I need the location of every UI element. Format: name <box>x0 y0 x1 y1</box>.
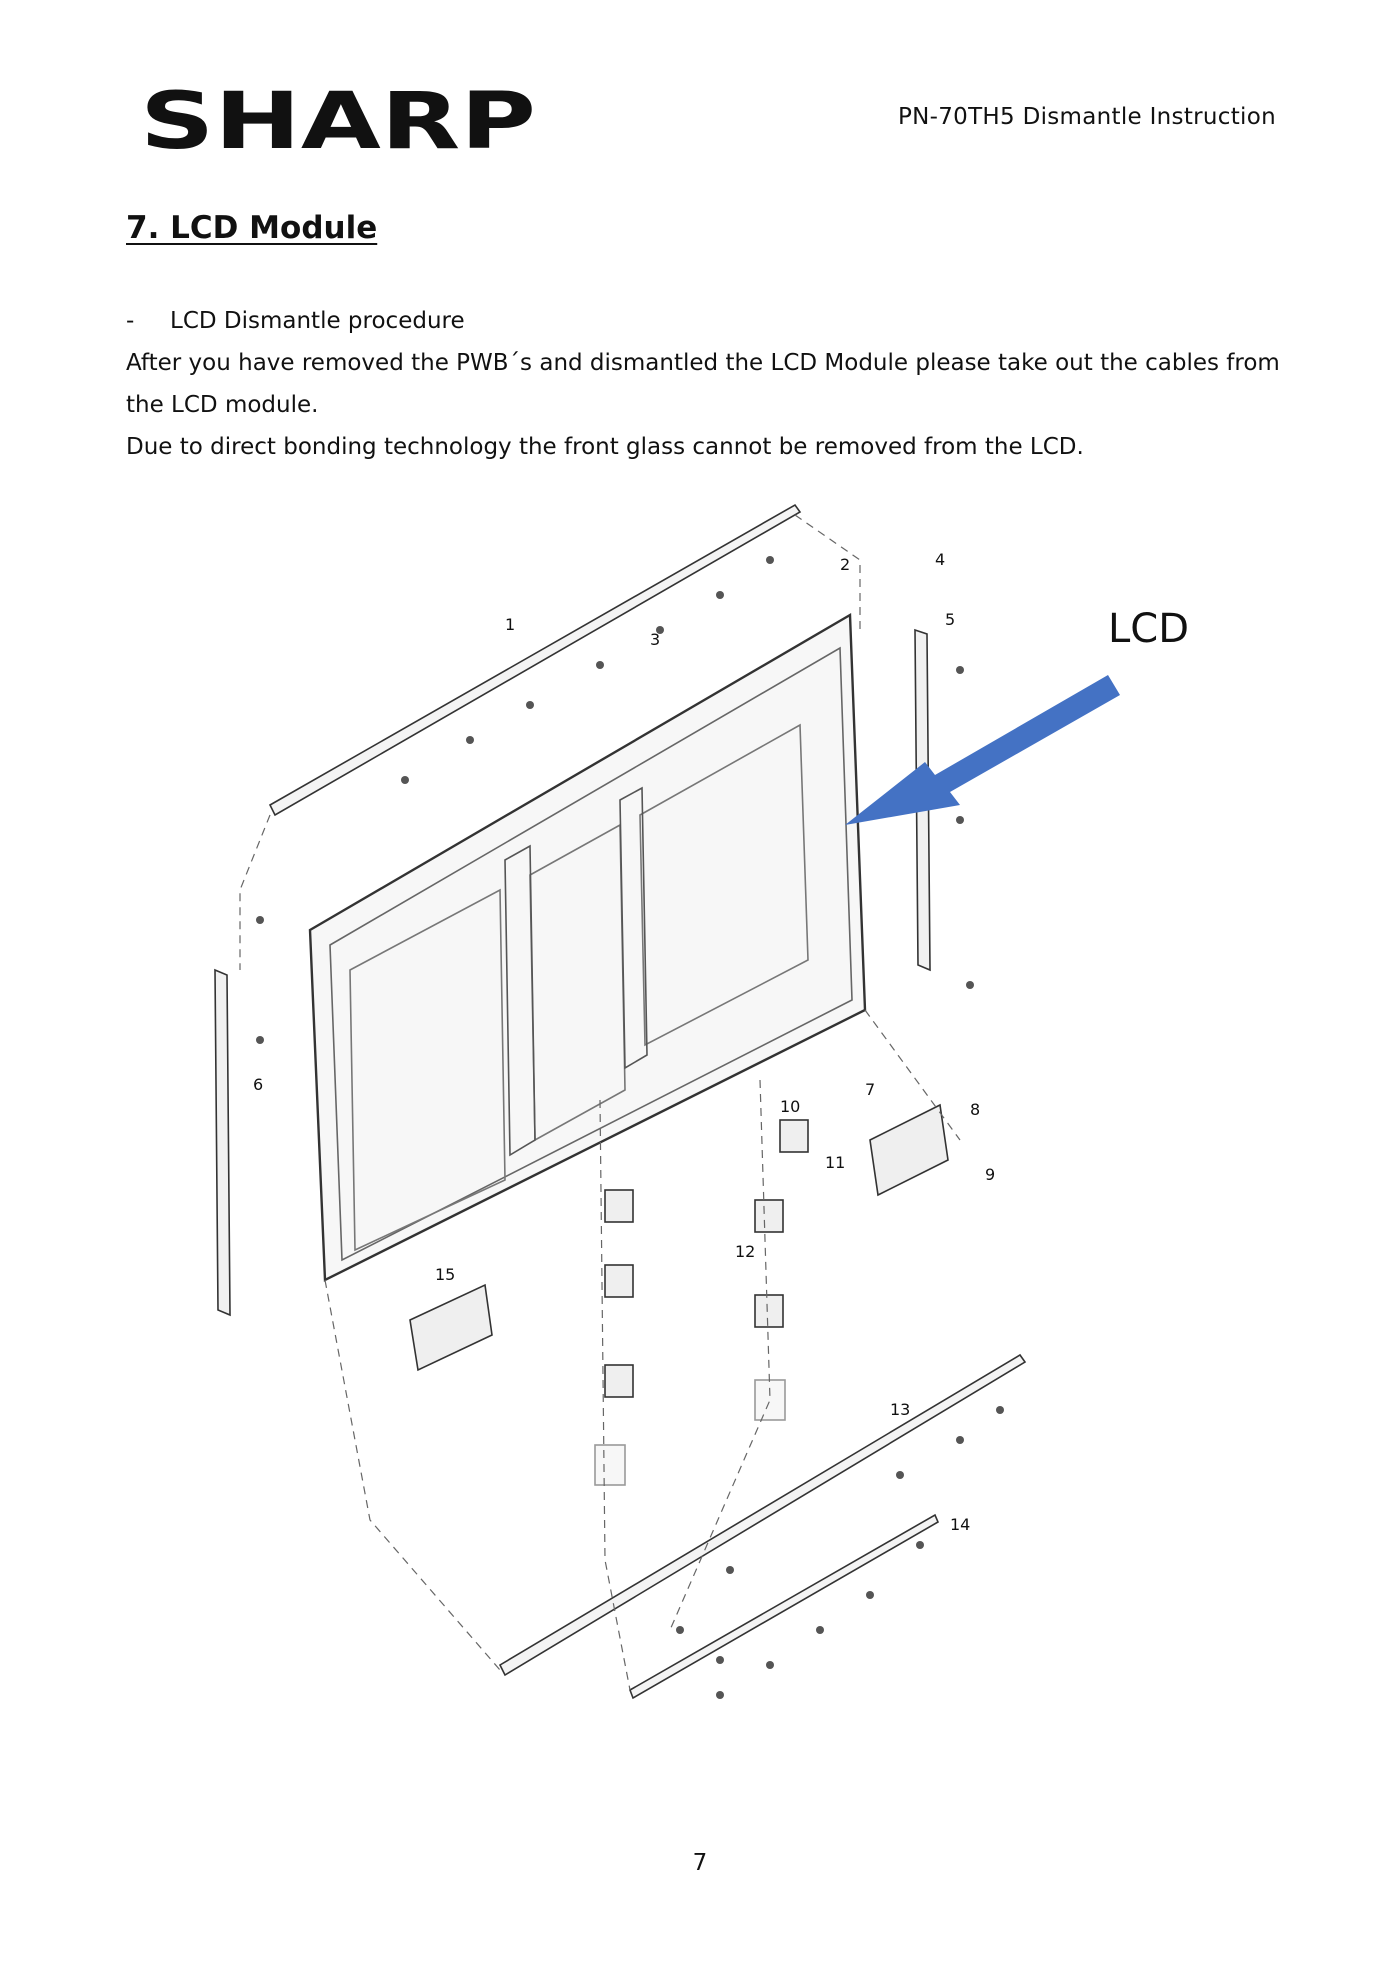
part-label-2: 2 <box>840 555 850 574</box>
page-number: 7 <box>692 1850 708 1876</box>
bullet-text: LCD Dismantle procedure <box>170 308 465 334</box>
part-label-1: 1 <box>505 615 515 634</box>
bullet-dash: - <box>126 308 135 334</box>
section-heading: 7. LCD Module <box>126 210 378 246</box>
part-label-4: 4 <box>935 550 945 569</box>
sharp-logo: SHARP <box>140 84 536 156</box>
document-title: PN-70TH5 Dismantle Instruction <box>897 104 1276 130</box>
part-label-12: 12 <box>735 1242 755 1261</box>
body-text: - LCD Dismantle procedure After you have… <box>126 300 1286 468</box>
part-label-8: 8 <box>970 1100 980 1119</box>
part-label-5: 5 <box>945 610 955 629</box>
lcd-callout-label: LCD <box>1108 606 1190 652</box>
part-label-15: 15 <box>435 1265 455 1284</box>
bullet-item: - LCD Dismantle procedure <box>126 300 1286 342</box>
speaker-right <box>869 1103 949 1197</box>
part-label-11: 11 <box>825 1153 845 1172</box>
exploded-view-diagram: 1 3 2 4 5 6 7 8 9 10 11 12 13 14 15 <box>214 503 1120 1700</box>
panel-window-left <box>349 888 506 1252</box>
side-rail-left <box>214 968 231 1317</box>
callout-arrow <box>845 675 1120 825</box>
part-label-7: 7 <box>865 1080 875 1099</box>
part-label-14: 14 <box>950 1515 970 1534</box>
bottom-bracket-bar <box>629 1513 940 1700</box>
part-label-3: 3 <box>650 630 660 649</box>
top-rail <box>268 503 802 817</box>
bottom-rail <box>498 1353 1027 1677</box>
part-label-10: 10 <box>780 1097 800 1116</box>
part-label-13: 13 <box>890 1400 910 1419</box>
logo-text: SHARP <box>140 84 536 156</box>
speaker-left <box>409 1283 493 1372</box>
part-label-6: 6 <box>253 1075 263 1094</box>
paragraph-2: Due to direct bonding technology the fro… <box>126 434 1084 460</box>
paragraph-1: After you have removed the PWB´s and dis… <box>126 350 1280 418</box>
part-label-9: 9 <box>985 1165 995 1184</box>
panel-window-right <box>639 723 809 1047</box>
